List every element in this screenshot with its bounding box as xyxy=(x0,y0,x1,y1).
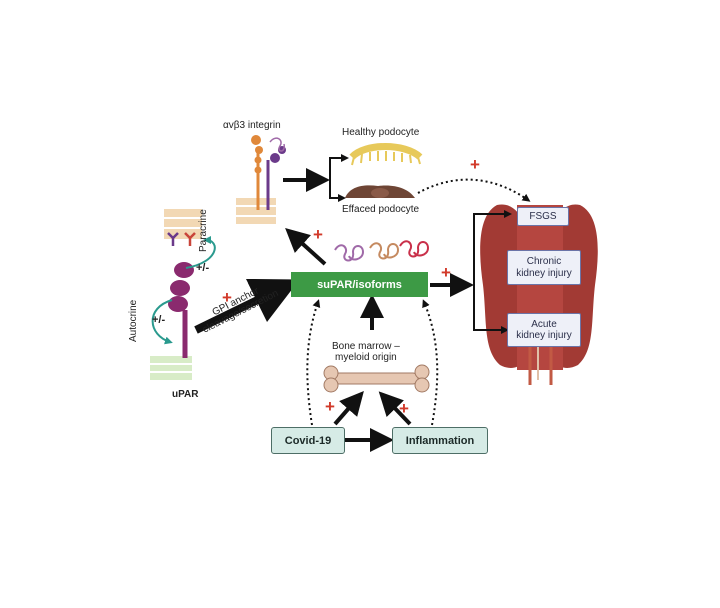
upar-label: uPAR xyxy=(172,389,199,400)
arrow-covid-to-supar-dotted xyxy=(306,299,321,426)
healthy-podocyte-label: Healthy podocyte xyxy=(342,127,420,138)
arrow-upar-to-supar xyxy=(194,278,300,334)
autocrine-curve-arrow xyxy=(151,299,173,345)
plus-supar-integrin: + xyxy=(313,225,323,244)
plus-supar-kidney: + xyxy=(441,263,451,282)
fsgs-box: FSGS xyxy=(517,207,569,226)
arrow-effaced-to-kidney xyxy=(417,178,531,202)
paracrine-curve-arrow xyxy=(185,236,216,269)
plusminus-paracrine: +/- xyxy=(196,262,210,274)
membrane-integrin xyxy=(236,198,276,224)
supar-box: suPAR/isoforms xyxy=(291,272,428,297)
bone-line-2: myeloid origin xyxy=(335,352,397,363)
bracket-podocytes xyxy=(329,157,345,199)
ckd-line-1: Chronic xyxy=(526,256,562,267)
arrow-supar-to-integrin xyxy=(285,227,327,266)
aki-line-2: kidney injury xyxy=(516,330,572,341)
effaced-podocyte-label: Effaced podocyte xyxy=(342,204,420,215)
aki-box: Acute kidney injury xyxy=(507,313,581,347)
effaced-podocyte-illustration xyxy=(345,185,415,198)
ckd-line-2: kidney injury xyxy=(516,267,572,279)
aki-line-1: Acute xyxy=(531,318,557,330)
plus-covid-bone: + xyxy=(325,397,335,416)
integrin-protein xyxy=(251,135,286,210)
supar-isoform-squiggles xyxy=(334,240,430,262)
upar-protein xyxy=(168,262,194,358)
paracrine-label: Paracrine xyxy=(198,209,209,252)
bone-marrow-label: Bone marrow – myeloid origin xyxy=(332,341,400,363)
membrane-upar xyxy=(150,356,192,380)
arrow-inflammation-to-bone xyxy=(378,391,412,426)
bone-illustration xyxy=(323,364,430,393)
autocrine-label: Autocrine xyxy=(128,299,139,342)
plusminus-autocrine: +/- xyxy=(152,314,166,326)
bracket-kidney xyxy=(473,213,505,331)
plus-effaced-kidney: + xyxy=(470,155,480,174)
plus-inflammation-bone: + xyxy=(399,399,409,418)
kidney-illustration xyxy=(480,204,598,385)
inflammation-box: Inflammation xyxy=(392,427,488,454)
healthy-podocyte-illustration xyxy=(349,143,423,166)
membrane-paracrine xyxy=(164,209,202,246)
covid-box: Covid-19 xyxy=(271,427,345,454)
plus-upar-supar: + xyxy=(222,288,232,307)
arrow-inflammation-to-supar-dotted xyxy=(422,299,439,426)
bone-line-1: Bone marrow – xyxy=(332,341,400,352)
integrin-label: αvβ3 integrin xyxy=(223,120,281,131)
arrow-covid-to-bone xyxy=(333,390,364,426)
ckd-box: Chronic kidney injury xyxy=(507,250,581,285)
